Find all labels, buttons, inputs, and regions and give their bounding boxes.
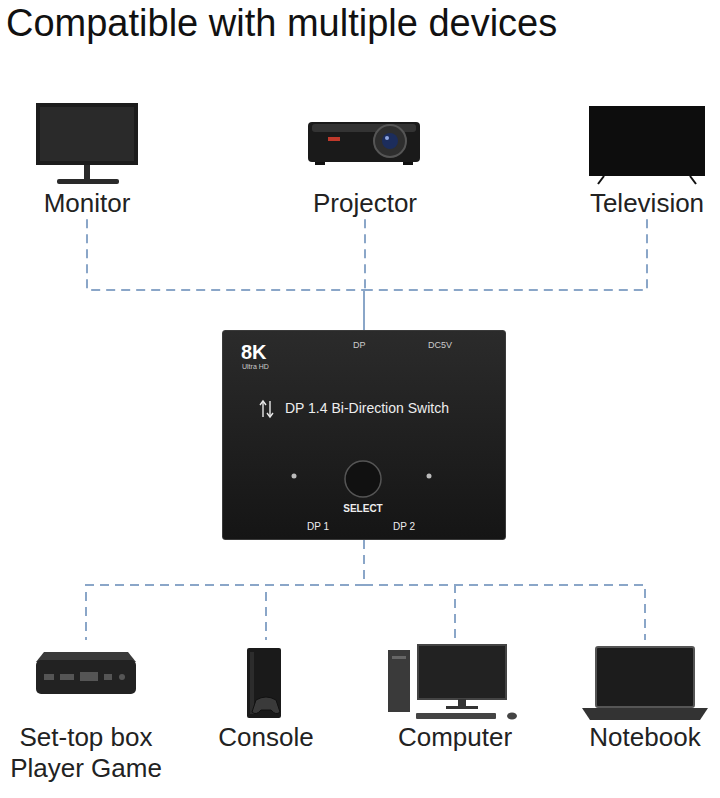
device-label: Television xyxy=(590,188,704,219)
device-label: Console xyxy=(218,722,313,753)
switch-label: SELECT xyxy=(343,503,382,514)
console-icon xyxy=(247,648,281,718)
device-label: Monitor xyxy=(44,188,131,219)
television-icon xyxy=(589,106,705,184)
switch-label: DC5V xyxy=(428,341,452,351)
set-top-box-icon xyxy=(36,652,136,694)
device: Television xyxy=(586,96,708,219)
title: Compatible with multiple devices xyxy=(6,2,557,45)
device: Projector xyxy=(309,96,421,219)
dashed-connector xyxy=(87,219,364,330)
switch-label: DP 1.4 Bi-Direction Switch xyxy=(285,401,449,416)
projector-icon xyxy=(308,122,420,165)
switch-label: 8K xyxy=(241,341,267,363)
device-label: Notebook xyxy=(589,722,700,753)
device: Computer xyxy=(394,640,516,753)
switch-label: DP 2 xyxy=(393,521,415,532)
switch-label: Ultra HD xyxy=(242,363,269,371)
computer-icon xyxy=(388,645,517,720)
monitor-icon xyxy=(36,103,138,184)
dashed-connector xyxy=(266,540,364,640)
notebook-icon xyxy=(582,647,708,720)
dashed-connector xyxy=(364,540,455,640)
dashed-connector xyxy=(364,219,647,330)
device: Monitor xyxy=(40,96,135,219)
switch-label: DP xyxy=(353,341,366,351)
switch-label: DP 1 xyxy=(307,521,329,532)
dp-switch-box: 8KUltra HD DP DC5V DP 1.4 Bi-Direction Swit… xyxy=(222,330,506,540)
device-label: Set-top box Player Game xyxy=(7,722,165,784)
device-label: Computer xyxy=(398,722,512,753)
device: Set-top box Player Game xyxy=(3,640,169,784)
device: Notebook xyxy=(585,640,704,753)
device-label: Projector xyxy=(313,188,417,219)
dashed-connector xyxy=(364,540,645,640)
dashed-connector xyxy=(86,540,364,640)
device: Console xyxy=(214,640,317,753)
